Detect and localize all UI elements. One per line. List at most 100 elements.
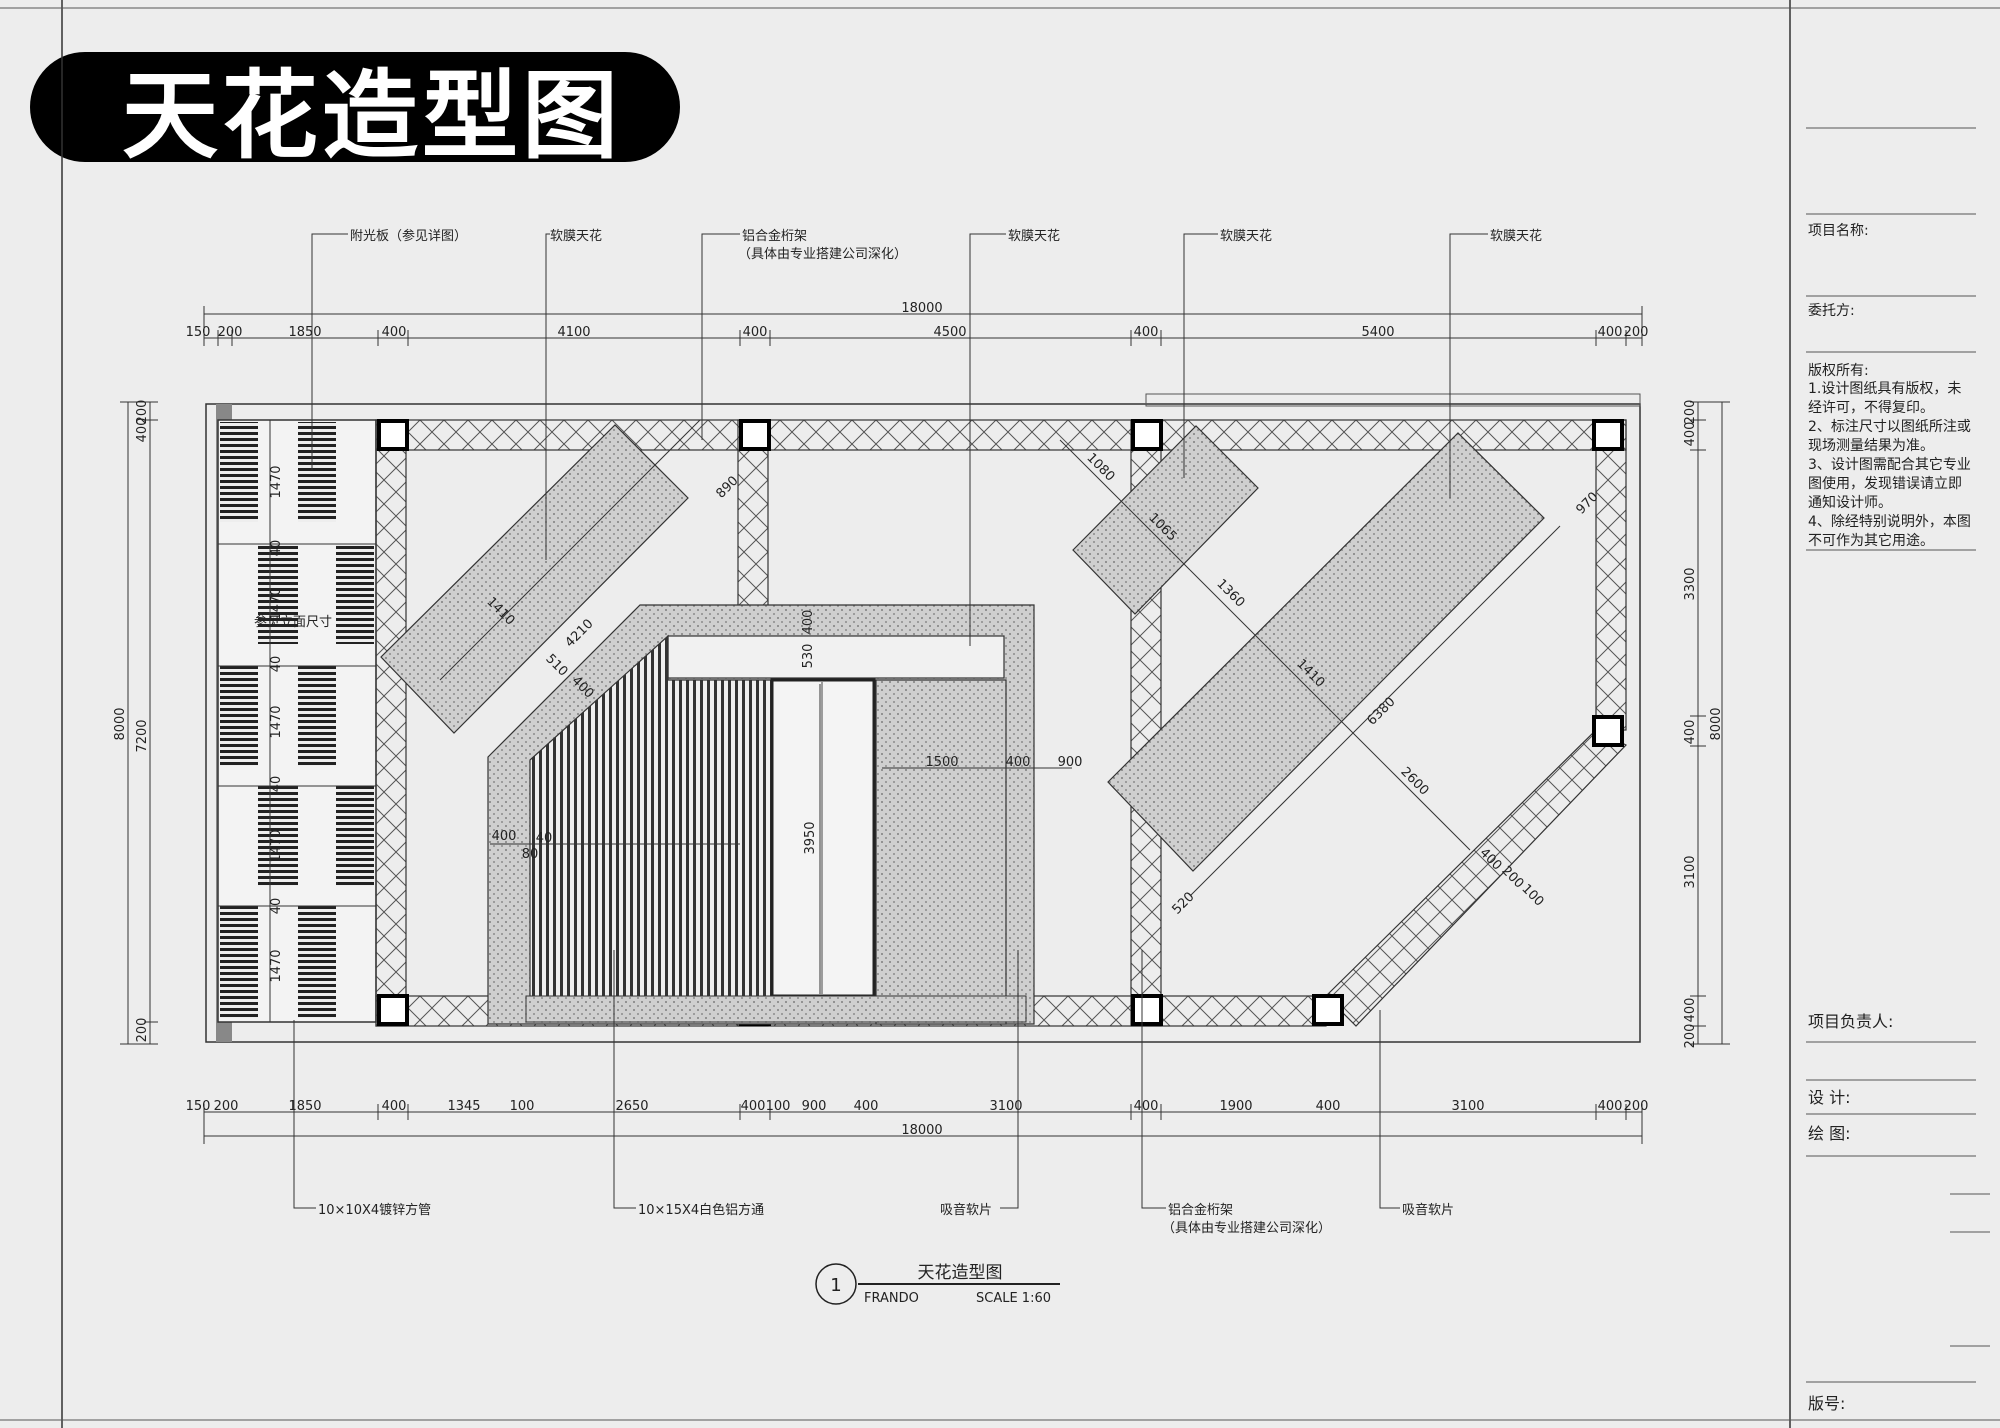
dim-left: 200 xyxy=(135,400,150,425)
label-top: 铝合金桁架 xyxy=(742,228,807,244)
top-leaders xyxy=(311,233,1488,646)
inner-dim: 400 xyxy=(801,610,816,635)
inner-dim: 100 xyxy=(1518,881,1546,909)
client-label: 委托方: xyxy=(1808,303,1855,319)
caption-number: 1 xyxy=(830,1275,841,1296)
label-bottom: （具体由专业搭建公司深化） xyxy=(1162,1220,1331,1236)
inner-dim: 4210 xyxy=(563,617,597,651)
dim-right-total: 8000 xyxy=(1709,707,1724,740)
dim-right: 3100 xyxy=(1683,855,1698,888)
dim-bottom: 2650 xyxy=(615,1099,648,1114)
dim-bottom: 150 xyxy=(186,1099,211,1114)
truss-frame xyxy=(375,419,1627,1027)
label-top: 软膜天花 xyxy=(1008,228,1060,244)
dim-bottom: 200 xyxy=(214,1099,239,1114)
dim-top: 200 xyxy=(1624,325,1649,340)
dim-left: 40 xyxy=(269,540,284,557)
copyright-line: 经许可，不得复印。 xyxy=(1808,400,1934,416)
dim-right: 200 xyxy=(1683,1024,1698,1049)
page-title: 天花造型图 xyxy=(122,59,622,172)
dim-top: 4100 xyxy=(557,325,590,340)
dim-left: 40 xyxy=(269,776,284,793)
inner-dim: 1500 xyxy=(925,755,958,770)
dim-right: 400 xyxy=(1683,998,1698,1023)
dim-top-total: 18000 xyxy=(901,301,942,316)
label-bottom: 10×10X4镀锌方管 xyxy=(318,1202,431,1218)
dim-top: 400 xyxy=(743,325,768,340)
inner-dim: 900 xyxy=(1058,755,1083,770)
label-top: 软膜天花 xyxy=(550,228,602,244)
bottom-dimension-lines xyxy=(203,1104,1643,1144)
label-top: （具体由专业搭建公司深化） xyxy=(738,246,907,262)
dim-bottom: 200 xyxy=(1624,1099,1649,1114)
caption-scale: SCALE 1:60 xyxy=(976,1291,1051,1306)
dim-bottom: 1345 xyxy=(447,1099,480,1114)
dim-top: 5400 xyxy=(1361,325,1394,340)
dim-left: 1470 xyxy=(269,829,284,862)
copyright-line: 图使用，发现错误请立即 xyxy=(1808,476,1962,492)
aluminum-slat-area xyxy=(525,634,1027,1023)
inner-dim: 400 xyxy=(492,829,517,844)
dim-bottom: 400 xyxy=(741,1099,766,1114)
inner-dim: 40 xyxy=(536,831,553,846)
inner-dim: 2600 xyxy=(1397,765,1431,799)
title-banner: 天花造型图 xyxy=(30,52,680,172)
dim-bottom: 400 xyxy=(1316,1099,1341,1114)
inner-dim: 520 xyxy=(1169,889,1197,917)
dim-left: 40 xyxy=(269,656,284,673)
dim-left: 1470 xyxy=(269,587,284,620)
note-left: 参见立面尺寸 xyxy=(254,614,332,630)
inner-dim: 1080 xyxy=(1083,451,1117,485)
dim-left: 1470 xyxy=(269,949,284,982)
dim-bottom: 1900 xyxy=(1219,1099,1252,1114)
dim-right: 200 xyxy=(1683,400,1698,425)
dim-bottom-total: 18000 xyxy=(901,1123,942,1138)
bottom-leaders xyxy=(293,950,1400,1209)
caption-title: 天花造型图 xyxy=(918,1263,1003,1283)
copyright-line: 通知设计师。 xyxy=(1808,495,1892,511)
label-bottom: 铝合金桁架 xyxy=(1168,1202,1233,1218)
inner-dim: 890 xyxy=(713,473,741,501)
left-panel-area xyxy=(217,419,377,1023)
dim-bottom: 1850 xyxy=(288,1099,321,1114)
designer-label: 设 计: xyxy=(1808,1088,1851,1107)
dim-top: 1850 xyxy=(288,325,321,340)
dim-left-total: 8000 xyxy=(113,707,128,740)
copyright-line: 4、除经特别说明外，本图 xyxy=(1808,514,1971,530)
dim-bottom: 400 xyxy=(1598,1099,1623,1114)
inner-dim: 6380 xyxy=(1365,695,1399,729)
drafter-label: 绘 图: xyxy=(1808,1124,1851,1143)
copyright-line: 3、设计图需配合其它专业 xyxy=(1808,457,1971,473)
dim-top: 400 xyxy=(1598,325,1623,340)
dim-top: 200 xyxy=(218,325,243,340)
left-dimension-lines xyxy=(120,401,271,1045)
dim-bottom: 100 xyxy=(766,1099,791,1114)
dim-left: 40 xyxy=(269,898,284,915)
dim-right: 400 xyxy=(1683,422,1698,447)
dim-bottom: 3100 xyxy=(989,1099,1022,1114)
inner-dimension-lines xyxy=(439,419,1561,994)
label-bottom: 吸音软片 xyxy=(1402,1202,1454,1218)
label-top: 软膜天花 xyxy=(1220,228,1272,244)
top-dimension-lines xyxy=(203,306,1643,346)
titleblock-rules xyxy=(1806,127,1990,1383)
copyright-line: 1.设计图纸具有版权，未 xyxy=(1808,381,1962,397)
dim-top: 150 xyxy=(186,325,211,340)
caption-left: FRANDO xyxy=(864,1291,919,1306)
dim-left: 200 xyxy=(135,1018,150,1043)
label-top: 软膜天花 xyxy=(1490,228,1542,244)
dim-right: 3300 xyxy=(1683,567,1698,600)
inner-dim: 510 xyxy=(542,651,570,679)
project-name-label: 项目名称: xyxy=(1808,223,1869,239)
dim-left: 400 xyxy=(135,418,150,443)
dim-left: 1470 xyxy=(269,465,284,498)
dim-bottom: 400 xyxy=(382,1099,407,1114)
copyright-line: 现场测量结果为准。 xyxy=(1808,438,1934,454)
version-label: 版号: xyxy=(1808,1394,1846,1413)
truss-posts xyxy=(377,419,1624,1026)
inner-dim: 3950 xyxy=(803,821,818,854)
inner-dim: 80 xyxy=(522,847,539,862)
copyright-line: 不可作为其它用途。 xyxy=(1808,533,1934,549)
